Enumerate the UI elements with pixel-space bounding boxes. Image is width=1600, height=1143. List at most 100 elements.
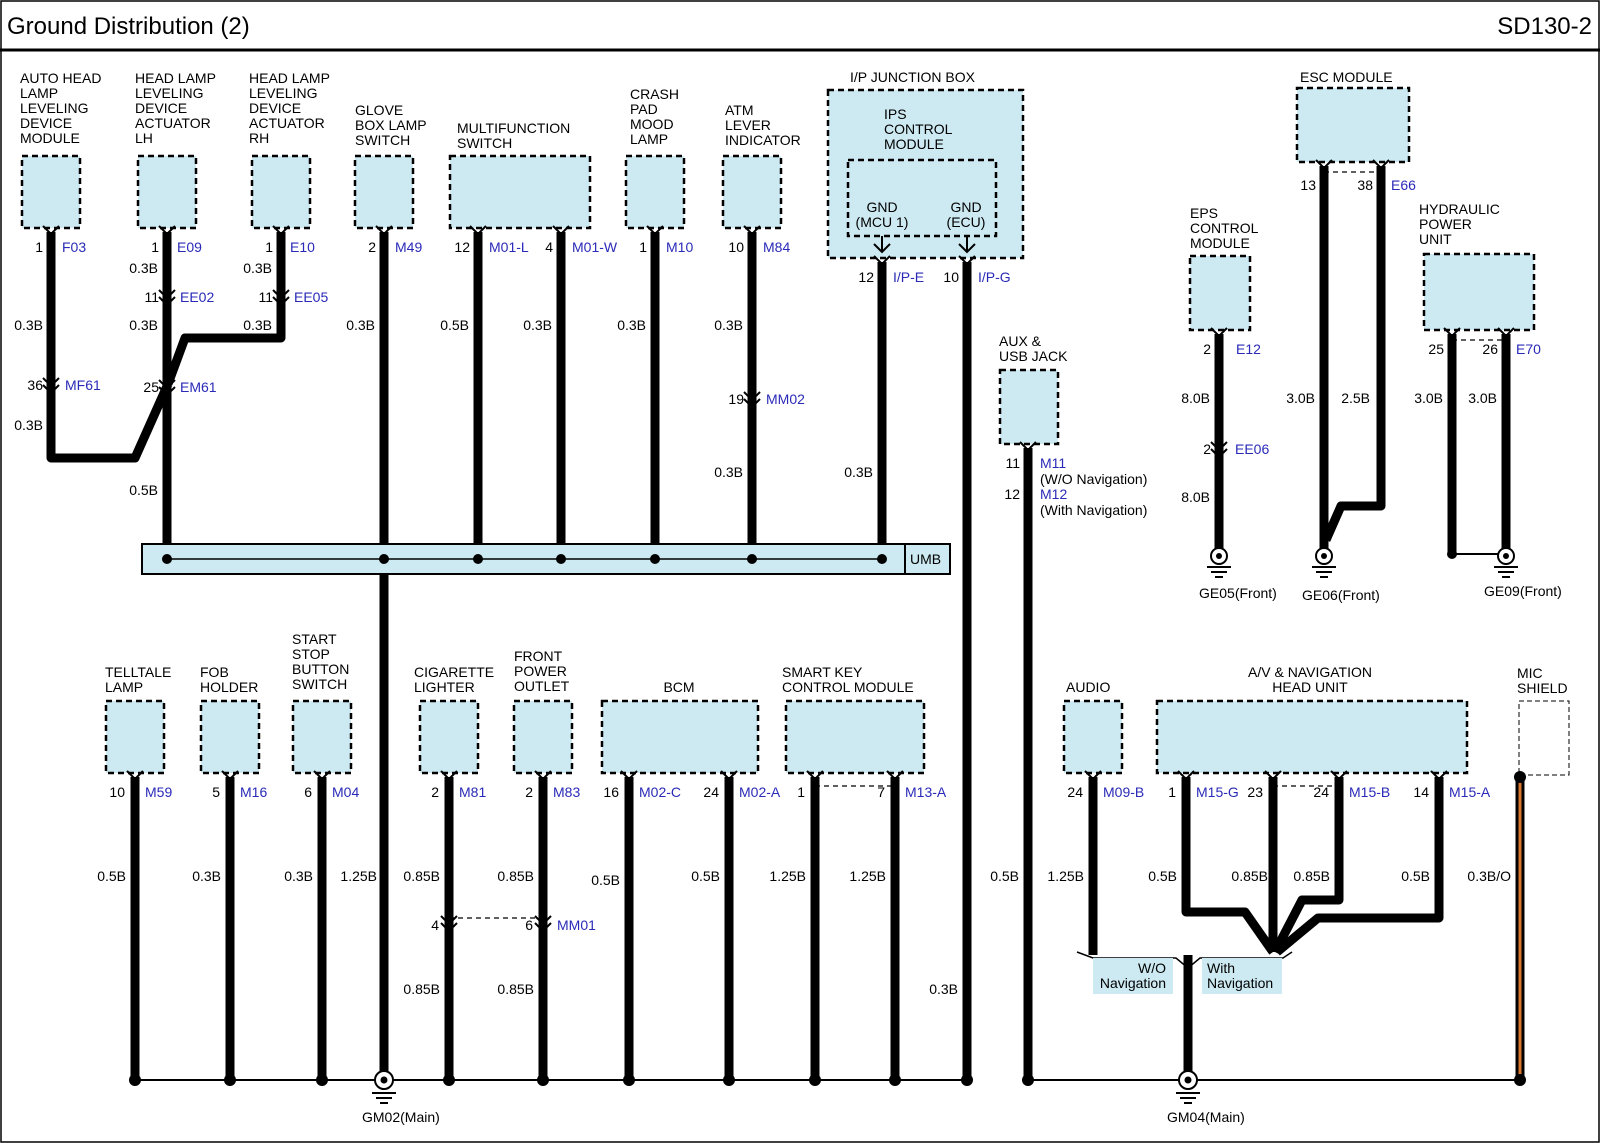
umb-label: UMB [910, 551, 941, 567]
connector-code: M84 [763, 239, 790, 255]
pin-number: 11 [258, 289, 273, 305]
atm-lever-indicator[interactable] [721, 154, 783, 230]
bus-node [224, 1074, 236, 1086]
pin-arrow-m13a-1 [806, 770, 824, 781]
actuator-lh[interactable] [136, 154, 198, 230]
actuator-rh[interactable] [250, 154, 312, 230]
hydraulic-power-unit[interactable] [1422, 252, 1536, 332]
connector-code: M16 [240, 784, 267, 800]
pin-number: 12 [454, 239, 470, 255]
wire-size: 1.25B [769, 868, 806, 884]
pin-arrow-e66-13 [1315, 159, 1333, 170]
pin-arrow-m01l [469, 225, 487, 236]
umb-node [650, 554, 660, 564]
wire-size: 8.0B [1181, 390, 1210, 406]
ground-symbol-ge05 [1207, 547, 1231, 578]
ip-junction-box[interactable] [826, 88, 1025, 260]
connector-code: E70 [1516, 341, 1541, 357]
connector-code: M01-W [572, 239, 618, 255]
page-title: Ground Distribution (2) [7, 13, 250, 40]
pin-number: 12 [1004, 486, 1020, 502]
pin-arrow-m13a-7 [886, 770, 904, 781]
bcm[interactable] [600, 699, 760, 775]
connector-arrow-em61 [158, 379, 176, 397]
cigarette-lighter[interactable] [418, 699, 480, 775]
umb-node [162, 554, 172, 564]
ground-label-ge06: GE06(Front) [1302, 587, 1380, 603]
pin-arrow-m59 [126, 770, 144, 781]
label-gnd-mcu: GND(MCU 1) [856, 199, 909, 230]
wire-size: 0.3B [714, 464, 743, 480]
pin-number: 2 [1203, 441, 1211, 457]
wire-size: 0.3B [243, 260, 272, 276]
wire-size: 1.25B [849, 868, 886, 884]
esc-module[interactable] [1295, 86, 1411, 164]
wire-size: 0.85B [403, 981, 440, 997]
ground-symbol-ge06 [1312, 547, 1336, 578]
label-ip-junction-box: I/P JUNCTION BOX [850, 69, 976, 85]
pin-arrow-f03 [42, 225, 60, 236]
wire-size: 0.3B [284, 868, 313, 884]
pin-number: 12 [858, 269, 874, 285]
glove-box-lamp-switch[interactable] [353, 154, 415, 230]
pin-arrow-m49 [375, 225, 393, 236]
ground-symbol-gm02 [372, 1070, 396, 1104]
crash-pad-mood-lamp[interactable] [624, 154, 686, 230]
wire-size: 0.5B [990, 868, 1019, 884]
wire-size: 0.85B [1231, 868, 1268, 884]
eps-control-module[interactable] [1188, 254, 1252, 332]
pin-number: 1 [151, 239, 159, 255]
pin-arrow-e10 [272, 225, 290, 236]
front-power-outlet[interactable] [512, 699, 574, 775]
connector-code: M02-C [639, 784, 681, 800]
wire-size: 0.3B [129, 260, 158, 276]
aux-usb-jack[interactable] [998, 368, 1060, 446]
connector-code: M49 [395, 239, 422, 255]
connector-code: M01-L [489, 239, 529, 255]
pin-number: 36 [27, 377, 43, 393]
pin-arrow-m15b-23 [1264, 770, 1282, 781]
label-esc-module: ESC MODULE [1300, 69, 1393, 85]
auto-head-lamp-module[interactable] [20, 154, 82, 230]
wire-size: 0.5B [691, 868, 720, 884]
connector-code: E09 [177, 239, 202, 255]
connector-code: M02-A [739, 784, 781, 800]
ground-buses: GM02(Main) GM04(Main) [129, 1070, 1526, 1125]
upper-pin-numbers: 1 1 1 2 12 4 1 10 12 10 13 38 2 25 26 11… [27, 177, 1498, 502]
av-navigation-head-unit[interactable] [1155, 699, 1469, 775]
pin-number: 6 [525, 917, 533, 933]
pin-arrow-m81 [440, 770, 458, 781]
pin-arrow-m02a [720, 770, 738, 781]
connector-arrow-mm02 [743, 391, 761, 409]
umb-node [473, 554, 483, 564]
umb-node [379, 554, 389, 564]
connector-code: M04 [332, 784, 359, 800]
fob-holder[interactable] [199, 699, 261, 775]
smart-key-control-module[interactable] [784, 699, 926, 775]
audio[interactable] [1062, 699, 1124, 775]
connector-code: M09-B [1103, 784, 1144, 800]
pin-number: 1 [639, 239, 647, 255]
gnd-mcu-arrow [873, 236, 891, 254]
start-stop-button-switch[interactable] [291, 699, 353, 775]
pin-number: 1 [797, 784, 805, 800]
wire-size: 8.0B [1181, 489, 1210, 505]
connector-code: M59 [145, 784, 172, 800]
label-aux-usb: AUX &USB JACK [999, 333, 1068, 364]
connector-code: M15-G [1196, 784, 1239, 800]
pin-arrow-m09b [1084, 770, 1102, 781]
wire-size: 0.3B [346, 317, 375, 333]
bus-node [889, 1074, 901, 1086]
wire-f03 [46, 232, 173, 463]
mic-shield[interactable] [1518, 700, 1570, 776]
pin-number: 10 [728, 239, 744, 255]
telltale-lamp[interactable] [104, 699, 166, 775]
pin-arrow-m83 [534, 770, 552, 781]
multifunction-switch[interactable] [448, 154, 592, 230]
connector-code: MM02 [766, 391, 805, 407]
